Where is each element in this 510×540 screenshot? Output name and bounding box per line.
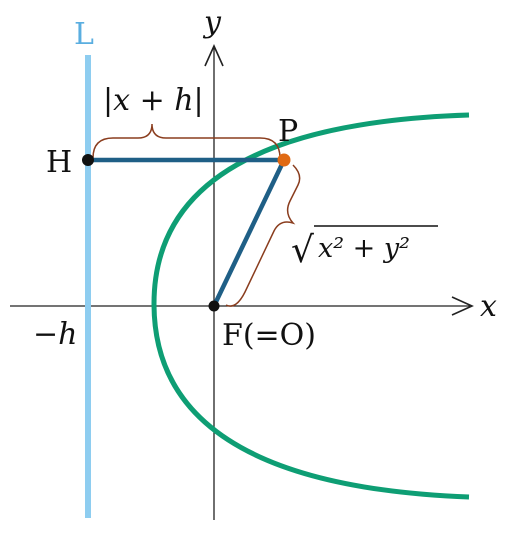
label-distance-fp-radical: √ (291, 230, 314, 271)
segment-fp (211, 159, 287, 307)
brace-hp (92, 123, 281, 159)
x-axis-arrow (451, 296, 474, 316)
label-point-p: P (278, 114, 298, 149)
label-distance-fp-body: x² + y² (318, 233, 410, 264)
y-axis-arrow (204, 44, 224, 67)
label-y-axis: y (202, 5, 222, 40)
label-x-axis: x (480, 289, 497, 324)
label-neg-h: −h (33, 317, 77, 352)
parabola-curve (151, 112, 470, 500)
point-h (82, 154, 94, 166)
label-directrix: L (74, 17, 94, 52)
label-point-h: H (46, 145, 72, 180)
label-distance-hp: |x + h| (103, 83, 204, 118)
point-f (208, 300, 220, 312)
label-focus: F(=O) (222, 318, 316, 353)
brace-fp (225, 164, 301, 307)
point-p (277, 153, 291, 167)
